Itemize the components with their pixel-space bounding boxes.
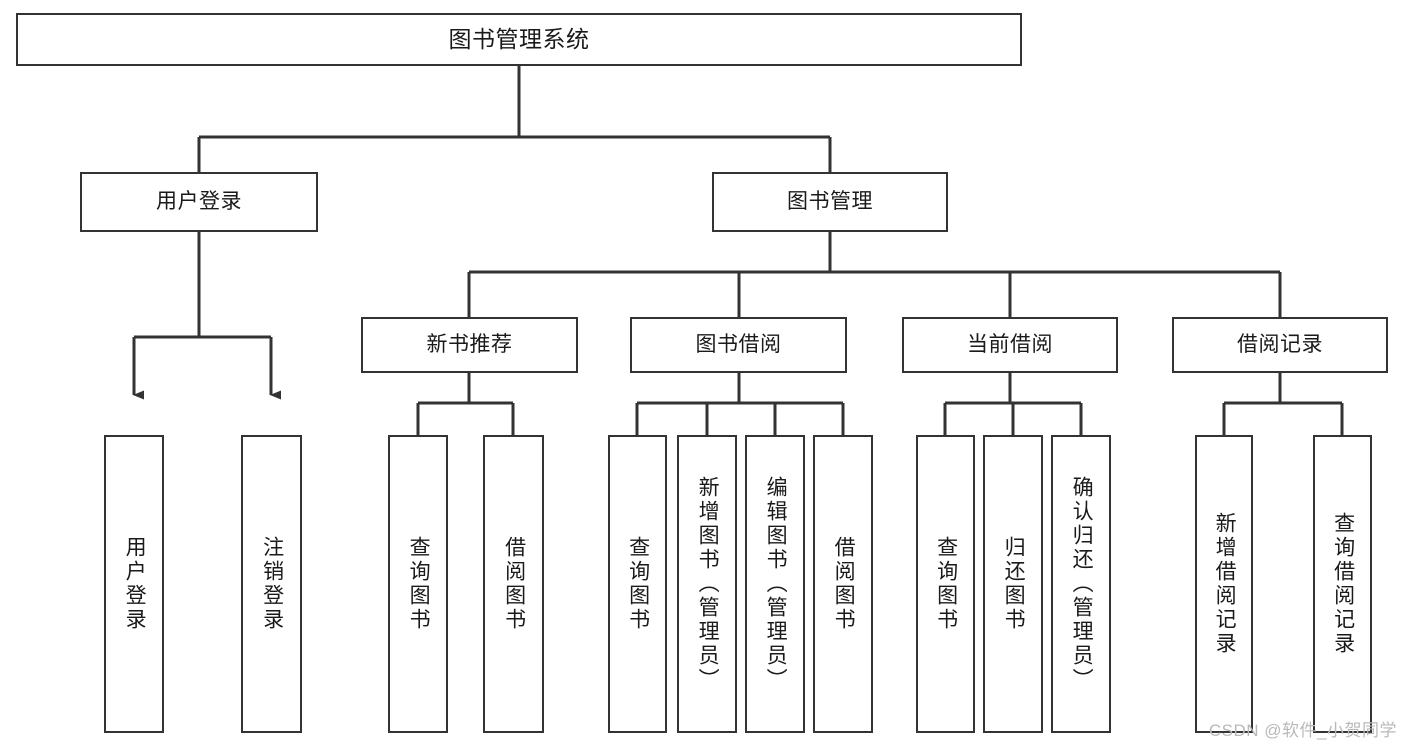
node-leaf_return_book[interactable]: 归还图书 (983, 435, 1043, 733)
node-leaf_query_book_rec[interactable]: 查询图书 (388, 435, 448, 733)
node-leaf_user_logout[interactable]: 注销登录 (241, 435, 302, 733)
node-leaf_borrow_book_rec[interactable]: 借阅图书 (483, 435, 544, 733)
node-leaf_user_login[interactable]: 用户登录 (104, 435, 164, 733)
node-leaf_borrow_book_b[interactable]: 借阅图书 (813, 435, 873, 733)
node-user_login[interactable]: 用户登录 (80, 172, 318, 232)
node-book_manage[interactable]: 图书管理 (712, 172, 948, 232)
node-leaf_query_record[interactable]: 查询借阅记录 (1313, 435, 1372, 733)
node-leaf_add_record[interactable]: 新增借阅记录 (1195, 435, 1253, 733)
node-leaf_edit_book[interactable]: 编辑图书（管理员） (745, 435, 805, 733)
node-borrow_record[interactable]: 借阅记录 (1172, 317, 1388, 373)
node-leaf_confirm_return[interactable]: 确认归还（管理员） (1051, 435, 1111, 733)
node-book_borrow[interactable]: 图书借阅 (630, 317, 847, 373)
node-root-图书管理系统[interactable]: 图书管理系统 (16, 13, 1022, 66)
node-leaf_query_book_b[interactable]: 查询图书 (608, 435, 667, 733)
node-leaf_add_book[interactable]: 新增图书（管理员） (677, 435, 737, 733)
node-current_borrow[interactable]: 当前借阅 (902, 317, 1118, 373)
node-leaf_query_book_c[interactable]: 查询图书 (916, 435, 975, 733)
node-new_book_rec[interactable]: 新书推荐 (361, 317, 578, 373)
watermark-text: CSDN @软件_小贺同学 (1208, 721, 1397, 740)
